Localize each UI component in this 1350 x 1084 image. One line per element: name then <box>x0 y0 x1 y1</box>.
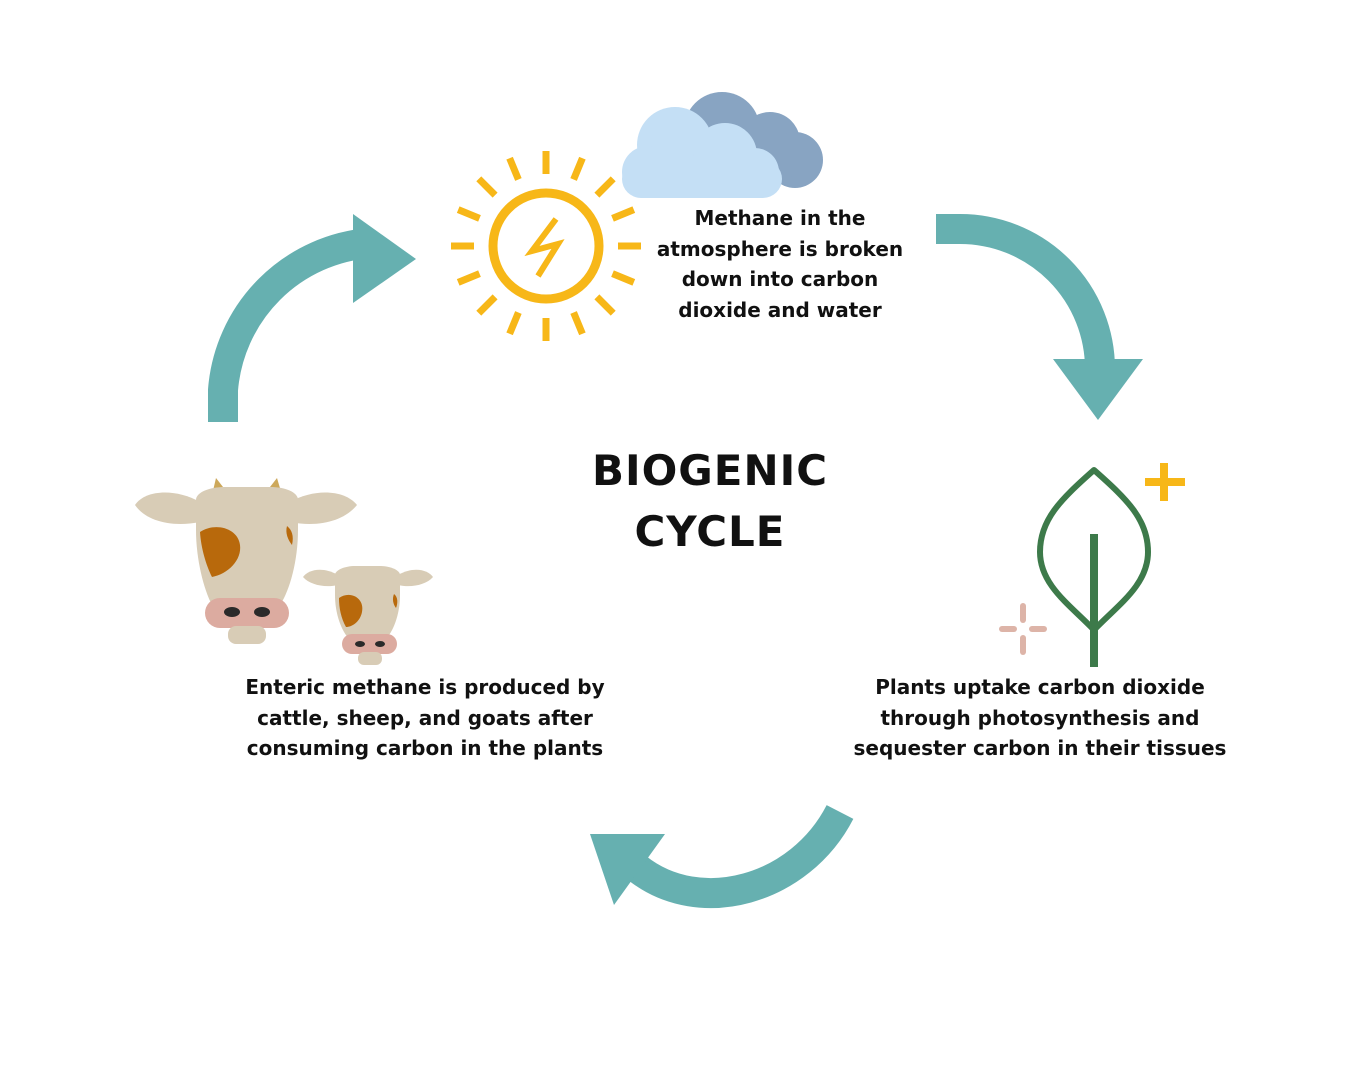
title-line-1: BIOGENIC <box>591 446 829 495</box>
lightning-bolt-icon <box>524 217 565 278</box>
cattle-label-line: consuming carbon in the plants <box>246 736 604 760</box>
sparkle-icon <box>999 603 1047 655</box>
cattle-label-line: cattle, sheep, and goats after <box>257 705 593 730</box>
cow-icon <box>135 478 357 644</box>
cloud-icon <box>622 92 823 198</box>
sun-icon <box>451 151 641 341</box>
atmosphere-label-line: atmosphere is broken <box>656 236 904 261</box>
cattle-label-line: Enteric methane is produced by <box>245 675 605 699</box>
title-line-2: CYCLE <box>634 507 786 556</box>
plants-label-line: through photosynthesis and <box>880 705 1200 730</box>
plants-label-line: Plants uptake carbon dioxide <box>875 675 1205 699</box>
plus-icon <box>1145 463 1185 501</box>
plants-label-line: sequester carbon in their tissues <box>853 736 1227 760</box>
atmosphere-label-line: Methane in the <box>694 206 866 230</box>
atmosphere-label-line: down into carbon <box>681 267 879 291</box>
arrow-plants-to-cattle <box>590 804 854 909</box>
diagram-title: BIOGENIC CYCLE <box>560 440 860 562</box>
atmosphere-label-line: dioxide and water <box>678 297 882 322</box>
calf-icon <box>303 566 433 665</box>
arrow-atmosphere-to-plants <box>936 214 1143 420</box>
leaf-icon <box>1037 467 1151 667</box>
plants-step-label: Plants uptake carbon dioxide through pho… <box>850 672 1230 764</box>
cattle-step-label: Enteric methane is produced by cattle, s… <box>235 672 615 764</box>
arrow-cattle-to-atmosphere <box>208 214 416 422</box>
atmosphere-step-label: Methane in the atmosphere is broken down… <box>640 203 920 325</box>
